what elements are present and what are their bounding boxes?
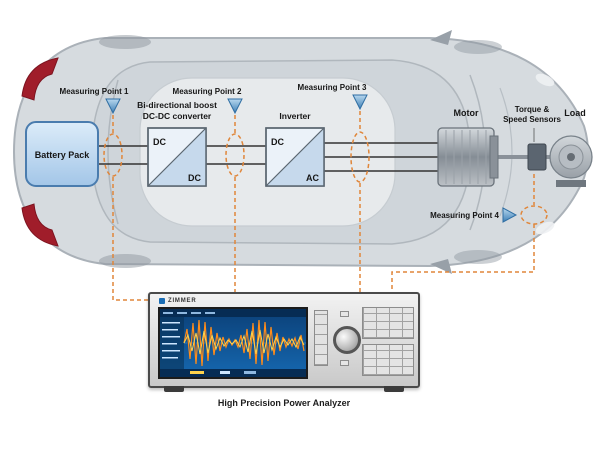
dcdc-title-line1: Bi-directional boost — [137, 100, 217, 110]
wheel-hint — [454, 250, 502, 264]
sensor-label-line2: Speed Sensors — [503, 115, 561, 124]
measuring-point-4-label: Measuring Point 4 — [430, 211, 499, 220]
battery-pack: Battery Pack — [25, 121, 99, 187]
headlight — [535, 73, 555, 87]
inverter-input-label: DC — [271, 137, 284, 147]
taillight-icon — [21, 203, 59, 247]
measuring-point-2-marker-icon — [227, 98, 243, 115]
taillight-icon — [21, 57, 59, 101]
dcdc-output-label: DC — [188, 173, 201, 183]
inverter: DC AC Inverter — [265, 111, 325, 187]
measuring-ellipse-2 — [225, 133, 245, 177]
motor-label: Motor — [454, 108, 479, 118]
dcdc-converter: DC DC Bi-directional boost DC-DC convert… — [137, 100, 217, 187]
analyzer-screen — [158, 307, 308, 379]
rotary-knob — [333, 326, 361, 354]
button-grid-lower — [362, 344, 414, 376]
sensor-label-line1: Torque & — [515, 105, 550, 114]
power-analyzer: ZIMMER — [148, 292, 420, 392]
measuring-point-1-label: Measuring Point 1 — [60, 87, 129, 96]
measuring-point-3-marker-icon — [352, 94, 368, 111]
knob-button-top — [340, 311, 349, 317]
measuring-point-3: Measuring Point 3 — [298, 83, 370, 292]
measuring-point-1-marker-icon — [105, 98, 121, 115]
waveform-display — [160, 309, 306, 377]
analyzer-foot-right — [384, 386, 404, 392]
measuring-point-4: Measuring Point 4 — [391, 174, 548, 292]
brand-text: ZIMMER — [168, 297, 197, 304]
waveform-yellow — [183, 329, 305, 355]
load: Load — [549, 108, 593, 187]
measuring-point-4-marker-icon — [502, 207, 518, 223]
analyzer-route-4 — [391, 224, 535, 292]
button-grid-upper — [362, 307, 414, 339]
rear-window-line — [107, 79, 119, 225]
measuring-ellipse-1 — [103, 133, 123, 177]
car-top-view — [12, 30, 589, 274]
analyzer-foot-left — [164, 386, 184, 392]
softkey-column — [314, 310, 328, 366]
side-mirror — [430, 30, 452, 45]
analyzer-caption: High Precision Power Analyzer — [217, 398, 351, 408]
analyzer-brand: ZIMMER — [159, 296, 196, 305]
measuring-point-3-label: Measuring Point 3 — [298, 83, 367, 92]
headlight — [535, 221, 555, 235]
side-mirror — [430, 259, 452, 274]
hood-line — [499, 87, 513, 217]
load-label: Load — [564, 108, 586, 118]
measuring-point-2-label: Measuring Point 2 — [173, 87, 242, 96]
inverter-title: Inverter — [279, 111, 311, 121]
waveform-orange — [183, 319, 305, 367]
power-wiring — [98, 142, 438, 172]
measuring-point-1: Measuring Point 1 — [60, 87, 148, 301]
brand-logo-icon — [159, 297, 165, 304]
wheel-hint — [454, 40, 502, 54]
knob-button-bottom — [340, 360, 349, 366]
measuring-ellipse-3 — [350, 131, 370, 183]
dcdc-title-line2: DC-DC converter — [143, 111, 212, 121]
battery-label: Battery Pack — [35, 150, 91, 160]
wheel-hint — [99, 254, 151, 268]
wheel-hint — [99, 35, 151, 49]
dcdc-input-label: DC — [153, 137, 166, 147]
measuring-point-2: Measuring Point 2 — [173, 87, 245, 292]
torque-speed-sensor: Torque & Speed Sensors — [503, 105, 561, 171]
analyzer-route-1 — [112, 177, 148, 301]
inverter-output-label: AC — [306, 173, 319, 183]
motor: Motor — [437, 108, 499, 187]
